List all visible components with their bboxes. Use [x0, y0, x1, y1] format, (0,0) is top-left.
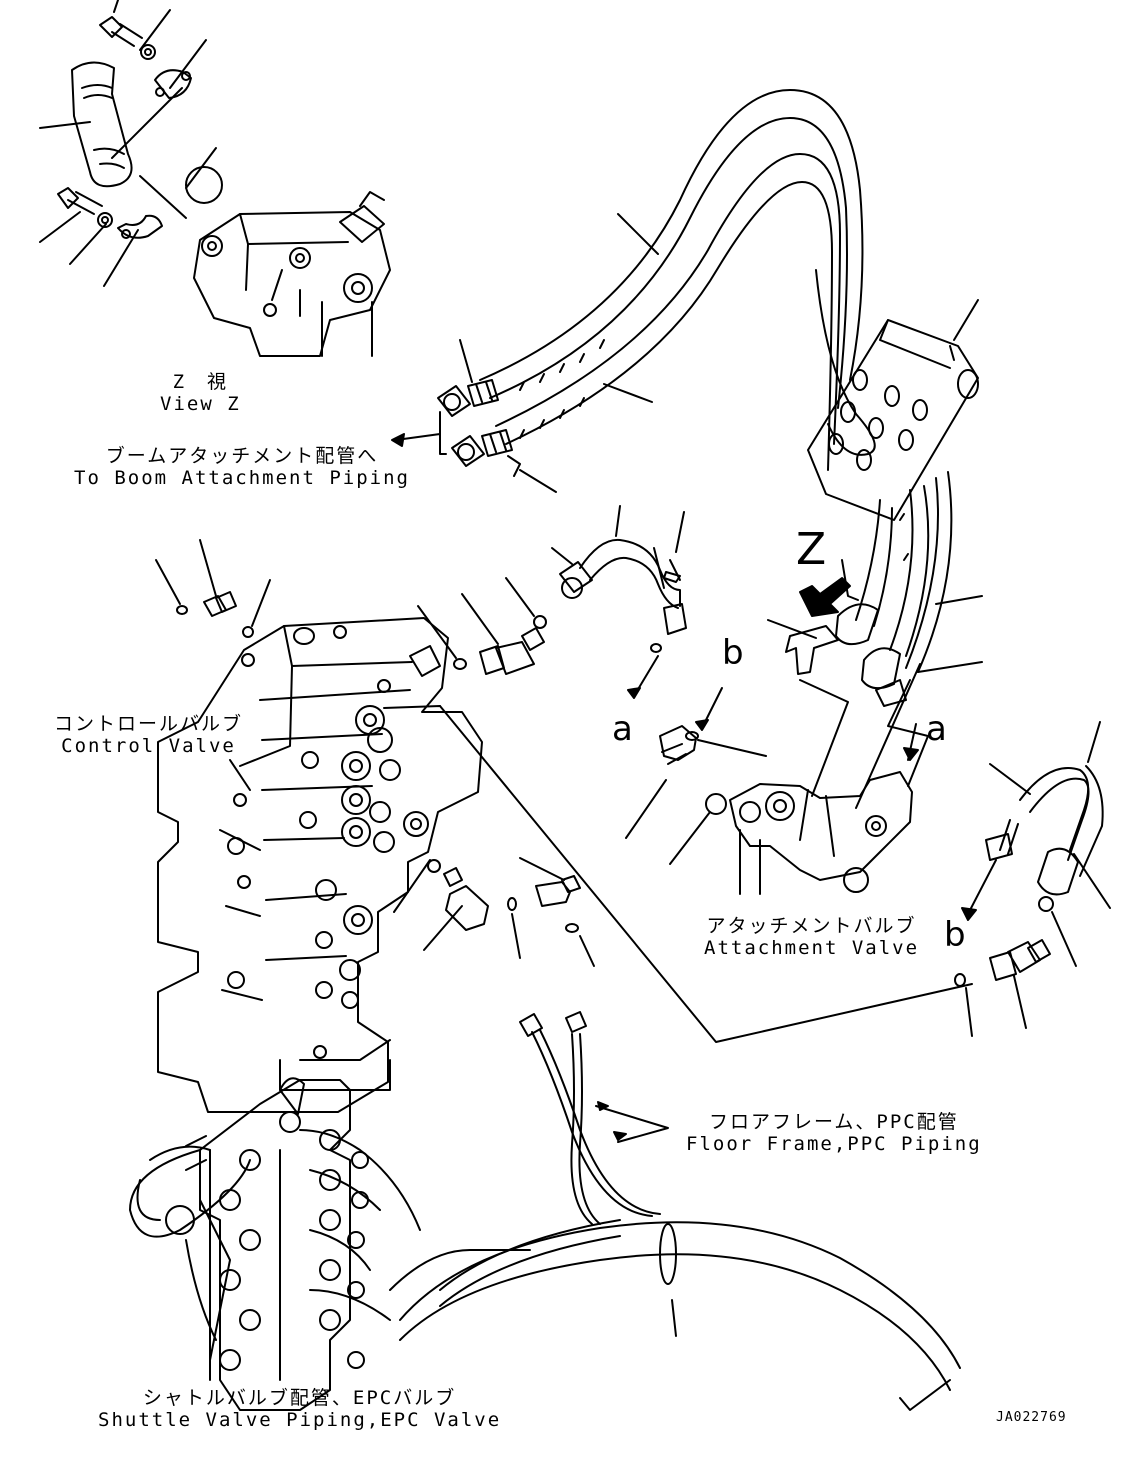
tee-fitting: [785, 625, 839, 675]
floor-frame-label: フロアフレーム、PPC配管 Floor Frame,PPC Piping: [686, 1111, 982, 1156]
ring-markers: [627, 643, 997, 987]
shuttle-valve-cluster: [129, 1077, 421, 1411]
floor-frame-label-en: Floor Frame,PPC Piping: [686, 1132, 982, 1155]
bent-pipe-part: [71, 61, 133, 188]
shuttle-valve-label-en: Shuttle Valve Piping,EPC Valve: [98, 1408, 502, 1431]
floor-frame-label-jp: フロアフレーム、PPC配管: [708, 1111, 959, 1133]
reference-b-lower: b: [944, 915, 966, 955]
attachment-valve: [625, 663, 929, 895]
control-valve-label: コントロールバルブ Control Valve: [54, 713, 244, 758]
drawing-code: JA022769: [996, 1410, 1067, 1425]
middle-parts: [155, 505, 687, 675]
attachment-hoses: [391, 89, 876, 493]
attachment-valve-label: アタッチメントバルブ Attachment Valve: [704, 915, 920, 960]
boom-attachment-label-jp: ブームアタッチメント配管へ: [105, 445, 379, 467]
attachment-valve-label-en: Attachment Valve: [704, 936, 920, 959]
o-ring-part: [185, 166, 223, 204]
shuttle-valve-label: シャトルバルブ配管、EPCバルブ Shuttle Valve Piping,EP…: [98, 1387, 502, 1432]
pilot-fittings: [383, 705, 973, 1043]
view-z-inset: [39, 0, 391, 357]
boom-attachment-label: ブームアタッチメント配管へ To Boom Attachment Piping: [74, 445, 410, 490]
control-valve-label-jp: コントロールバルブ: [54, 713, 244, 735]
view-z-label-en: View Z: [160, 392, 241, 415]
control-valve-label-en: Control Valve: [61, 734, 236, 757]
hose-fitting-upper: [437, 379, 499, 417]
bolt-part: [99, 16, 143, 47]
reference-a-right: a: [926, 709, 947, 749]
view-z-arrow: [799, 577, 851, 617]
boom-attachment-label-en: To Boom Attachment Piping: [74, 466, 410, 489]
washer-part: [140, 44, 156, 60]
view-z-label: Z 視 View Z: [160, 371, 241, 416]
hose-clamp-block: [767, 299, 983, 707]
right-hose: [965, 721, 1111, 1037]
bolt-part-lower: [57, 187, 103, 215]
reference-a-left: a: [612, 709, 633, 749]
shuttle-valve-label-jp: シャトルバルブ配管、EPCバルブ: [142, 1387, 457, 1409]
view-z-marker: Z: [796, 524, 827, 575]
clamp-part: [154, 69, 192, 99]
attachment-valve-label-jp: アタッチメントバルブ: [706, 915, 917, 937]
ppc-piping: [389, 1011, 961, 1411]
clamp-part-lower: [117, 214, 163, 239]
reference-b-upper: b: [722, 633, 744, 673]
hose-fitting-lower: [451, 429, 513, 467]
control-valve: [157, 617, 483, 1113]
view-z-valve-body: [193, 191, 391, 357]
view-z-label-jp: Z 視: [172, 371, 229, 393]
